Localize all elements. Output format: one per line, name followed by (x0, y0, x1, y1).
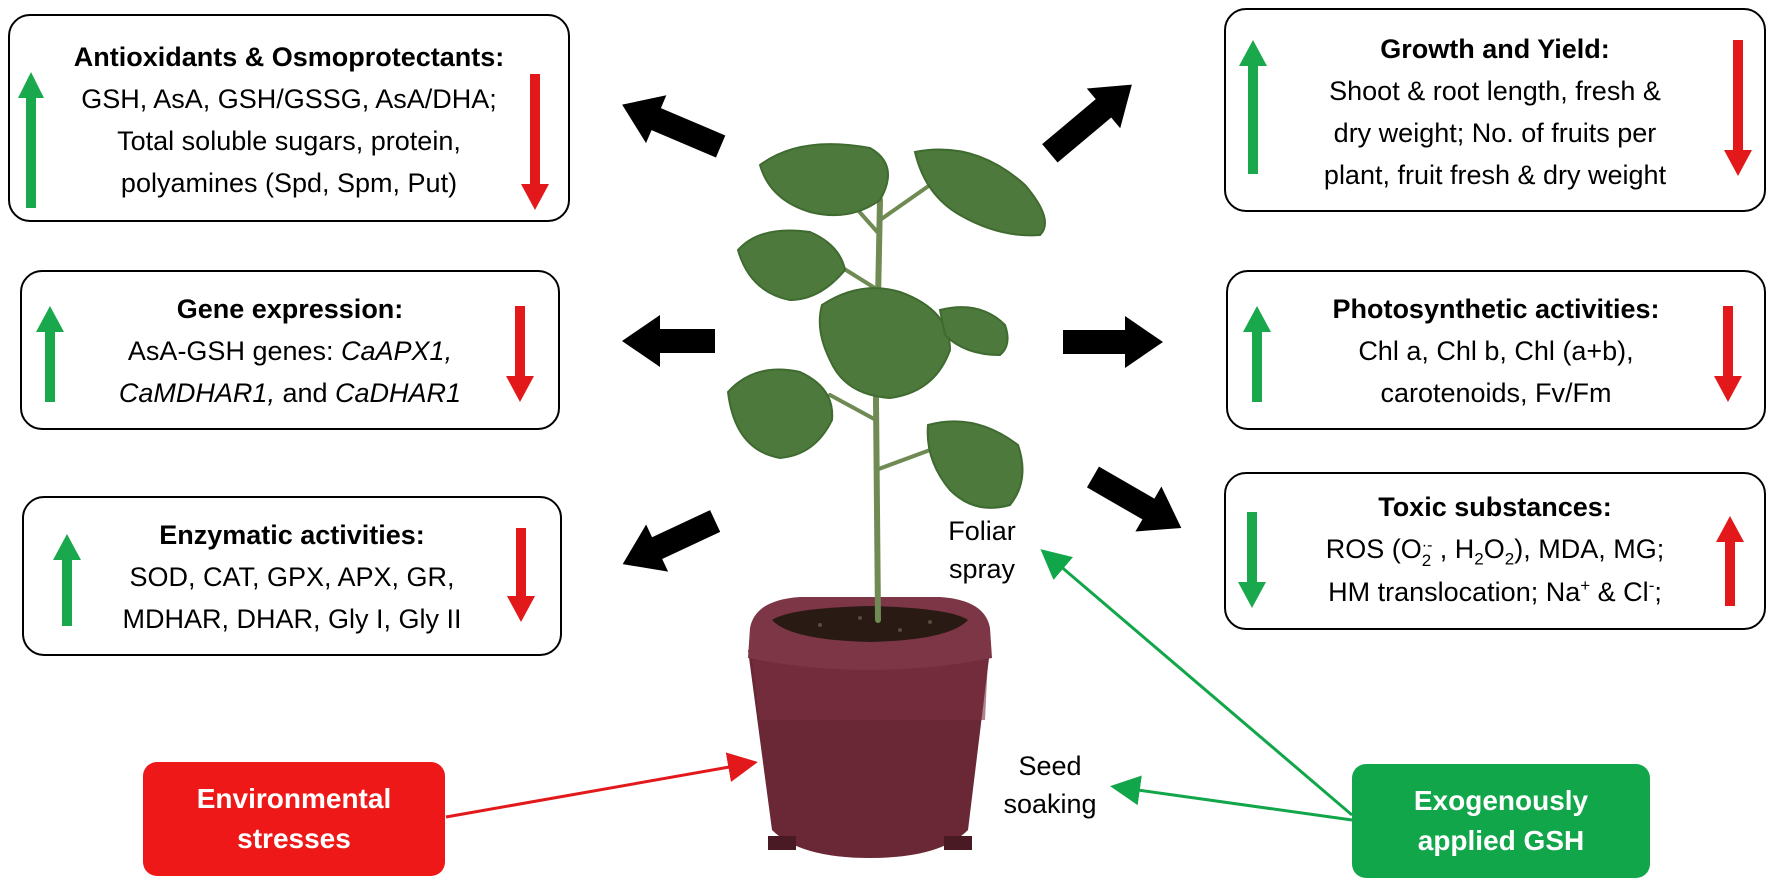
toxic-h: H (1447, 534, 1475, 564)
gsh-line-2: applied GSH (1417, 825, 1585, 856)
antioxidants-line-2: Total soluble sugars, protein, (117, 126, 461, 156)
growth-down-arrow (1724, 40, 1752, 176)
photosynthetic-up-arrow (1243, 306, 1271, 402)
toxic-o: O (1483, 534, 1505, 564)
foliar-label-line-2: spray (948, 554, 1016, 584)
gene-caapx1: CaAPX1, (341, 336, 453, 366)
stress-arrow (445, 752, 758, 819)
toxic-line1-rest: ), MDA, MG; (1514, 534, 1665, 564)
growth-yield-line-2: dry weight; No. of fruits per (1333, 118, 1657, 148)
gsh-to-seed-arrow (1110, 775, 1353, 822)
gene-prefix-text: AsA-GSH genes: (127, 336, 342, 366)
toxic-semicolon: ; (1654, 577, 1662, 607)
antioxidants-title: Antioxidants & Osmoprotectants: (73, 42, 505, 72)
photosynthetic-down-arrow (1714, 306, 1742, 402)
toxic-cl-sup: - (1648, 576, 1655, 595)
toxic-cl-text: & Cl (1590, 577, 1649, 607)
growth-up-arrow (1239, 40, 1267, 174)
toxic-box: Toxic substances: ROS (O·-2, H2O2), MDA,… (1224, 472, 1766, 630)
foliar-label-line-1: Foliar (948, 516, 1016, 546)
leaves (726, 143, 1046, 509)
toxic-line-2: HM translocation; Na+ & Cl-; (1226, 576, 1764, 608)
gsh-to-foliar-arrow (1040, 549, 1353, 817)
arrow-to-antioxidants (622, 95, 726, 158)
antioxidants-line-1: GSH, AsA, GSH/GSSG, AsA/DHA; (81, 84, 497, 114)
gene-and-text: and (274, 378, 336, 408)
stress-line-1: Environmental (196, 783, 392, 814)
growth-yield-line-3: plant, fruit fresh & dry weight (1323, 160, 1667, 190)
antioxidants-box: Antioxidants & Osmoprotectants: GSH, AsA… (8, 14, 570, 222)
toxic-line-1: ROS (O·-2, H2O2), MDA, MG; (1226, 534, 1764, 570)
photosynthetic-line-2: carotenoids, Fv/Fm (1380, 378, 1612, 408)
gene-expression-line-1: AsA-GSH genes: CaAPX1, (22, 336, 558, 367)
antioxidants-up-arrow (18, 72, 44, 208)
toxic-comma: , (1439, 534, 1448, 564)
photosynthetic-title: Photosynthetic activities: (1332, 294, 1660, 324)
enzymatic-up-arrow (53, 534, 81, 626)
arrow-to-growth (1042, 84, 1132, 163)
enzymatic-title: Enzymatic activities: (159, 520, 425, 550)
antioxidants-down-arrow (521, 74, 549, 210)
enzymatic-box: Enzymatic activities: SOD, CAT, GPX, APX… (22, 496, 562, 656)
environmental-stresses-box: Environmental stresses (143, 762, 445, 876)
growth-yield-box: Growth and Yield: Shoot & root length, f… (1224, 8, 1766, 212)
seed-label-line-2: soaking (1003, 789, 1097, 819)
toxic-na-sup: + (1580, 576, 1591, 595)
arrow-to-enzymatic (622, 510, 721, 572)
photosynthetic-line-1: Chl a, Chl b, Chl (a+b), (1358, 336, 1634, 366)
pot (748, 597, 992, 858)
gene-cadhar1: CaDHAR1 (335, 378, 462, 408)
toxic-up-arrow-red (1716, 516, 1744, 606)
growth-yield-line-1: Shoot & root length, fresh & (1329, 76, 1661, 106)
toxic-hm-text: HM translocation; Na (1328, 577, 1581, 607)
toxic-o2-sup: ·- (1421, 537, 1433, 554)
gene-camdhar1: CaMDHAR1, (118, 378, 275, 408)
enzymatic-down-arrow (507, 528, 535, 622)
toxic-o-sub: 2 (1504, 549, 1515, 569)
antioxidants-line-3: polyamines (Spd, Spm, Put) (120, 168, 458, 198)
toxic-h-sub: 2 (1474, 549, 1484, 569)
gene-expression-title: Gene expression: (176, 294, 404, 324)
arrow-to-photosynthetic (1063, 316, 1163, 368)
arrow-to-gene-expression (622, 315, 715, 367)
photosynthetic-box: Photosynthetic activities: Chl a, Chl b,… (1226, 270, 1766, 430)
seed-soaking-label: Seed soaking (980, 747, 1120, 823)
toxic-title: Toxic substances: (1378, 492, 1612, 522)
growth-yield-title: Growth and Yield: (1380, 34, 1610, 64)
gene-up-arrow (36, 306, 64, 402)
toxic-o2-sub: 2 (1421, 551, 1432, 570)
gene-expression-line-2: CaMDHAR1, and CaDHAR1 (22, 378, 558, 409)
gsh-line-1: Exogenously (1413, 785, 1589, 816)
toxic-down-arrow-green (1238, 512, 1266, 608)
arrow-to-toxic (1086, 466, 1182, 532)
enzymatic-line-1: SOD, CAT, GPX, APX, GR, (129, 562, 455, 592)
stress-line-2: stresses (237, 823, 351, 854)
toxic-ros-text: ROS (O (1325, 534, 1422, 564)
seed-label-line-1: Seed (1018, 751, 1082, 781)
foliar-spray-label: Foliar spray (922, 512, 1042, 588)
exogenous-gsh-box: Exogenously applied GSH (1352, 764, 1650, 878)
gene-expression-box: Gene expression: AsA-GSH genes: CaAPX1, … (20, 270, 560, 430)
gene-down-arrow (506, 306, 534, 402)
enzymatic-line-2: MDHAR, DHAR, Gly I, Gly II (122, 604, 462, 634)
